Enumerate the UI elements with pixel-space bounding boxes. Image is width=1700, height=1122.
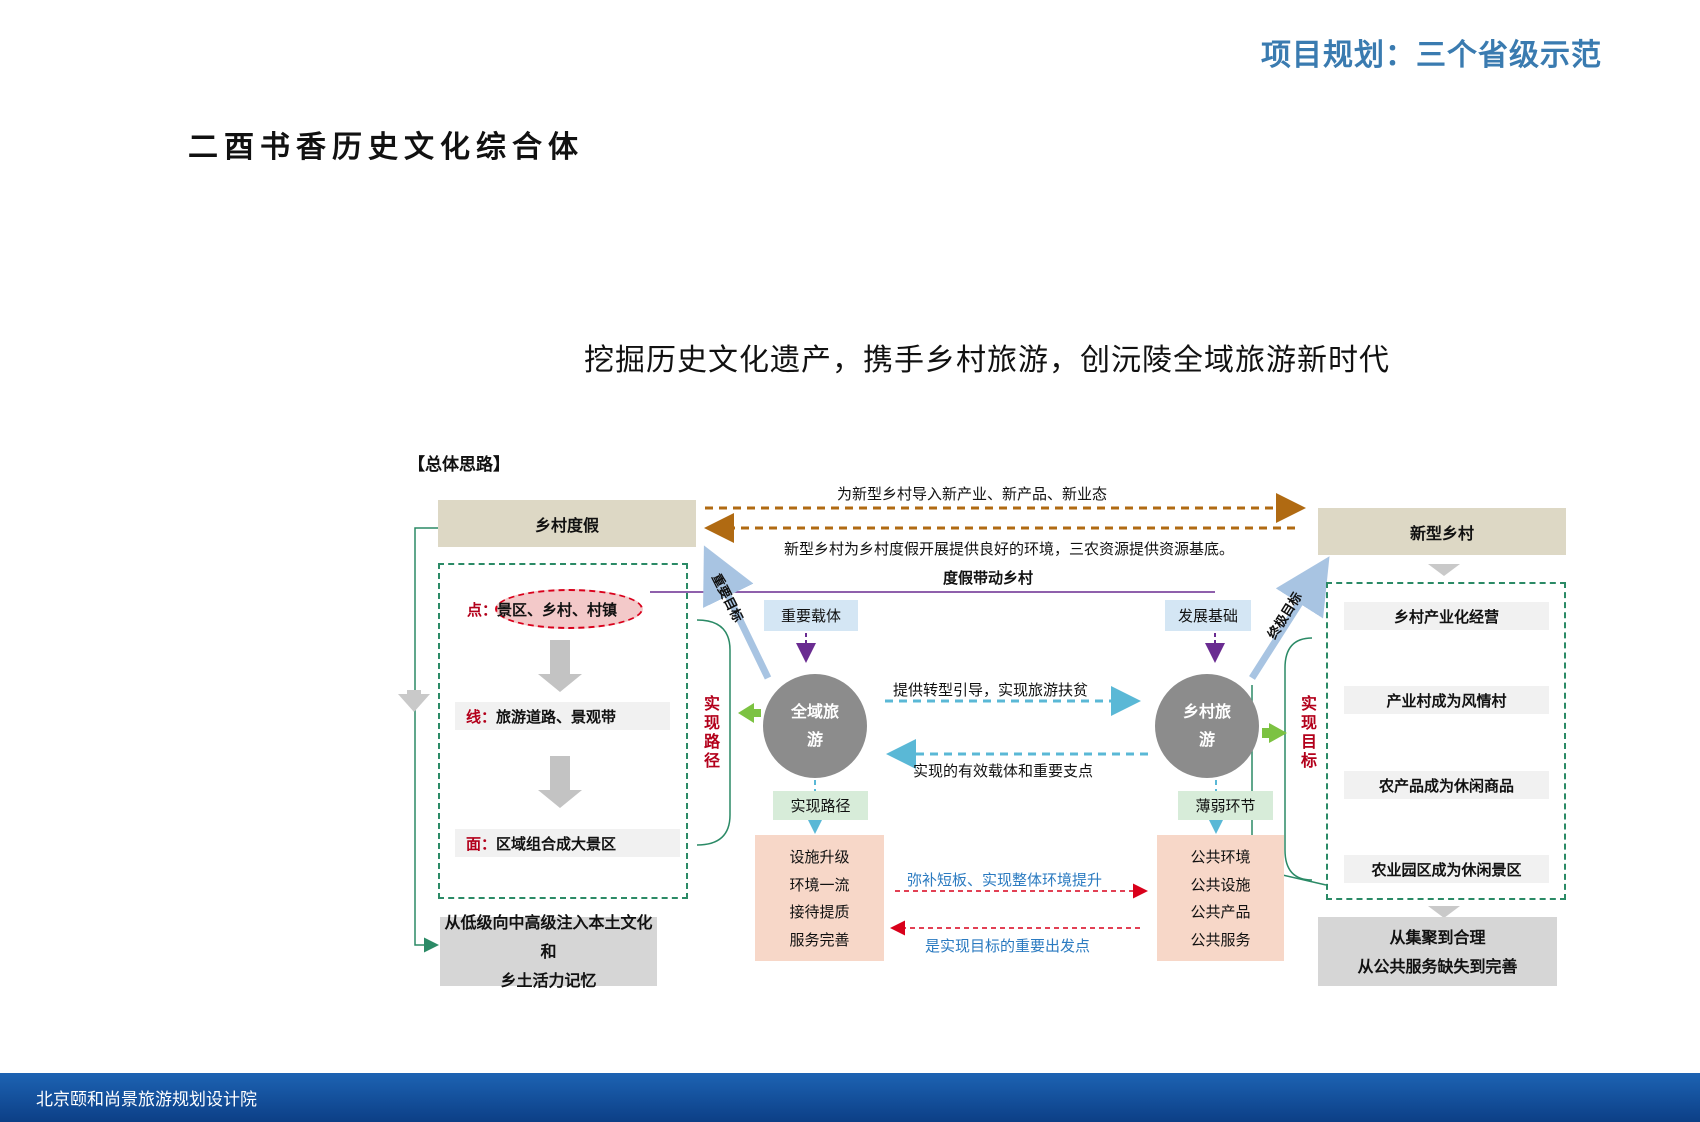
box-path: 实现路径 xyxy=(773,791,868,820)
right-list-item-1: 公共环境 xyxy=(1190,848,1251,867)
green-arrow-right xyxy=(1262,723,1287,743)
gray-down-arrow-2 xyxy=(538,756,582,808)
path-label: 实现路径 xyxy=(790,797,851,815)
mid-arrow-text-1: 提供转型引导，实现旅游扶贫 xyxy=(893,681,1089,699)
line-row: 线：旅游道路、景观带 xyxy=(455,702,670,730)
box-left-bottom: 从低级向中高级注入本土文化和乡土活力记忆 xyxy=(440,913,657,990)
area-prefix: 面： xyxy=(466,834,497,853)
left-vertical-label: 实现路径 xyxy=(703,694,720,770)
right-list-item-4: 公共服务 xyxy=(1190,930,1251,949)
box-right-list: 公共环境 公共设施 公共产品 公共服务 xyxy=(1157,835,1284,961)
right-vertical-label: 实现目标 xyxy=(1300,694,1317,770)
right-item-4: 农业园区成为休闲景区 xyxy=(1344,855,1549,883)
base-label: 发展基础 xyxy=(1177,607,1238,625)
circle-left-line2: 游 xyxy=(806,730,823,749)
box-new-village: 新型乡村 xyxy=(1318,508,1566,555)
right-gray-arrow-bottom xyxy=(1428,906,1460,918)
left-list-item-4: 服务完善 xyxy=(789,930,850,949)
box-weak: 薄弱环节 xyxy=(1178,791,1273,820)
left-list-item-2: 环境一流 xyxy=(789,875,850,894)
area-row: 面：区域组合成大景区 xyxy=(455,829,680,857)
right-item-4-label: 农业园区成为休闲景区 xyxy=(1371,860,1522,879)
right-item-3-label: 农产品成为休闲商品 xyxy=(1378,776,1514,795)
right-list-item-2: 公共设施 xyxy=(1190,875,1251,894)
box-rural-vacation: 乡村度假 xyxy=(438,500,696,547)
circle-right-line1: 乡村旅 xyxy=(1182,702,1231,721)
point-text: 景区、乡村、村镇 xyxy=(497,601,618,619)
right-item-2: 产业村成为风情村 xyxy=(1344,686,1549,714)
right-item-1: 乡村产业化经营 xyxy=(1344,602,1549,630)
circle-left-line1: 全域旅 xyxy=(790,702,839,721)
footer-band xyxy=(0,1073,1700,1122)
footer-company: 北京颐和尚景旅游规划设计院 xyxy=(36,1090,257,1110)
box-base: 发展基础 xyxy=(1165,600,1251,631)
right-bottom-line2: 从公共服务缺失到完善 xyxy=(1357,956,1518,976)
diag-arrow-right xyxy=(1249,556,1330,680)
bottom-arrow-text-1: 弥补短板、实现整体环境提升 xyxy=(907,871,1103,889)
right-dashed-box xyxy=(1326,582,1566,900)
gray-down-arrow-1 xyxy=(538,640,582,692)
point-ellipse xyxy=(495,589,643,629)
right-bracket xyxy=(1284,637,1313,881)
point-prefix: 点： xyxy=(467,601,498,619)
left-list-item-1: 设施升级 xyxy=(789,848,850,867)
new-village-label: 新型乡村 xyxy=(1409,523,1474,543)
mid-arrow-text-2: 实现的有效载体和重要支点 xyxy=(913,762,1094,780)
slogan: 挖掘历史文化遗产，携手乡村旅游，创沅陵全域旅游新时代 xyxy=(584,343,1390,378)
right-item-2-label: 产业村成为风情村 xyxy=(1386,691,1507,710)
page-header-title: 项目规划：三个省级示范 xyxy=(1261,38,1602,73)
green-arrow-left xyxy=(738,703,761,723)
left-bottom-line1: 从低级向中高级注入本土文化和 xyxy=(444,913,653,961)
circle-right-line2: 游 xyxy=(1198,730,1215,749)
right-gray-arrow-top xyxy=(1428,564,1460,576)
box-left-list: 设施升级 环境一流 接待提质 服务完善 xyxy=(755,835,884,961)
top-arrow-text-1: 为新型乡村导入新产业、新产品、新业态 xyxy=(837,485,1108,503)
line-prefix: 线： xyxy=(466,707,497,726)
diagram-label: 【总体思路】 xyxy=(408,455,510,475)
left-gray-arrow xyxy=(398,694,430,712)
box-right-bottom: 从集聚到合理从公共服务缺失到完善 xyxy=(1318,917,1557,986)
bottom-arrow-text-2: 是实现目标的重要出发点 xyxy=(925,937,1091,955)
weak-label: 薄弱环节 xyxy=(1195,797,1256,815)
point-row: 点：景区、乡村、村镇 xyxy=(467,599,617,620)
left-dashed-box xyxy=(438,563,688,899)
left-green-loop xyxy=(414,527,439,953)
left-bottom-line2: 乡土活力记忆 xyxy=(500,971,597,990)
left-bracket xyxy=(696,619,731,846)
carrier-label: 重要载体 xyxy=(780,607,841,625)
right-list-item-3: 公共产品 xyxy=(1190,903,1251,922)
circle-all-region-tourism: 全域旅游 xyxy=(763,674,867,778)
top-arrow-text-2: 新型乡村为乡村度假开展提供良好的环境，三农资源提供资源基底。 xyxy=(784,540,1235,558)
line-text: 旅游道路、景观带 xyxy=(496,707,617,726)
right-item-3: 农产品成为休闲商品 xyxy=(1344,771,1549,799)
rural-vacation-label: 乡村度假 xyxy=(534,515,599,535)
diag-arrow-left xyxy=(703,545,772,680)
area-text: 区域组合成大景区 xyxy=(496,834,617,853)
center-link-label: 度假带动乡村 xyxy=(943,569,1034,587)
right-item-1-label: 乡村产业化经营 xyxy=(1393,607,1499,626)
circle-rural-tourism: 乡村旅游 xyxy=(1155,674,1259,778)
box-carrier: 重要载体 xyxy=(764,600,858,631)
right-bottom-line1: 从集聚到合理 xyxy=(1389,927,1486,947)
left-list-item-3: 接待提质 xyxy=(789,903,850,922)
section-title: 二酉书香历史文化综合体 xyxy=(188,130,584,165)
